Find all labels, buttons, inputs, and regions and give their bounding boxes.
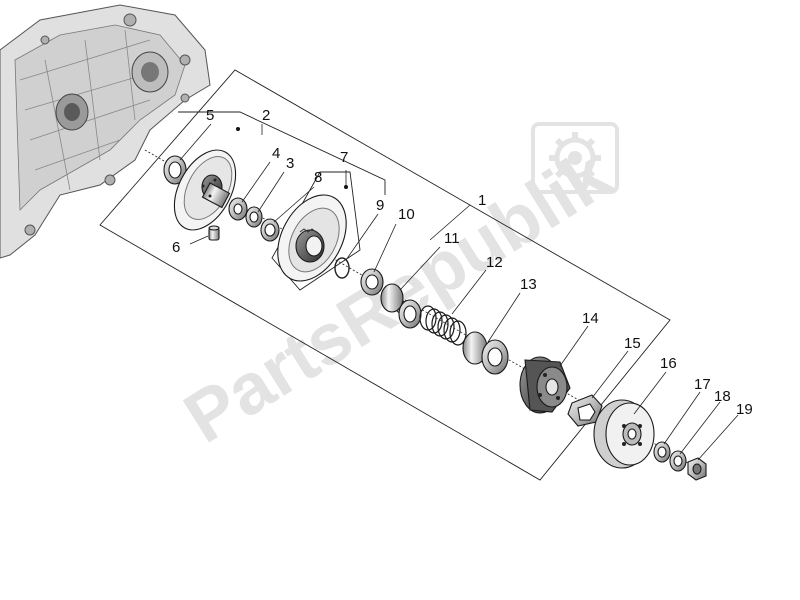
part-18-washer bbox=[669, 450, 687, 472]
callout-6: 6 bbox=[172, 239, 180, 256]
callout-16: 16 bbox=[660, 355, 677, 372]
callout-11: 11 bbox=[444, 230, 460, 247]
part-15-nut-plate bbox=[567, 394, 603, 427]
leader-14 bbox=[559, 325, 589, 367]
leader-15 bbox=[591, 350, 629, 399]
callout-9: 9 bbox=[376, 197, 384, 214]
part-11-sleeve bbox=[380, 283, 422, 329]
leader-19 bbox=[697, 414, 739, 461]
callout-labels: 1 2 3 4 5 6 7 8 9 10 11 12 13 14 15 16 1… bbox=[172, 107, 753, 418]
part-4-bushing bbox=[228, 197, 248, 221]
part-7-movable-half-pulley bbox=[277, 194, 347, 282]
callout-14: 14 bbox=[582, 310, 599, 327]
callout-4: 4 bbox=[272, 145, 280, 162]
part-6-pin bbox=[208, 225, 220, 241]
callout-8: 8 bbox=[314, 169, 322, 186]
callout-13: 13 bbox=[520, 276, 537, 293]
leader-3 bbox=[257, 171, 285, 213]
leader-8 bbox=[273, 186, 315, 223]
part-9-o-ring bbox=[334, 257, 350, 279]
group-frame-1 bbox=[99, 69, 671, 481]
leader-18 bbox=[679, 401, 721, 455]
callout-3: 3 bbox=[286, 155, 294, 172]
part-19-nut bbox=[687, 457, 707, 481]
callout-17: 17 bbox=[694, 376, 711, 393]
leader-lines bbox=[179, 123, 739, 461]
part-17-washer bbox=[653, 441, 671, 463]
part-10-seal bbox=[360, 268, 384, 296]
leader-16 bbox=[633, 371, 667, 415]
part-5-seal bbox=[163, 155, 187, 185]
callout-15: 15 bbox=[624, 335, 641, 352]
part-8-ring bbox=[260, 218, 280, 242]
leader-12 bbox=[451, 269, 487, 315]
callout-10: 10 bbox=[398, 206, 415, 223]
leader-10 bbox=[373, 223, 397, 273]
leader-9 bbox=[345, 213, 379, 261]
leader-17 bbox=[663, 391, 701, 445]
leader-6 bbox=[189, 235, 209, 245]
part-2-fixed-half-pulley bbox=[173, 149, 237, 231]
leader-1 bbox=[429, 204, 471, 241]
gear-icon bbox=[531, 122, 619, 194]
leader-4 bbox=[241, 161, 271, 203]
dot-marker-7 bbox=[344, 185, 348, 189]
part-12-spring bbox=[419, 305, 467, 346]
callout-1: 1 bbox=[478, 192, 486, 209]
callout-2: 2 bbox=[262, 107, 270, 124]
group-frame-7 bbox=[271, 171, 361, 291]
callout-5: 5 bbox=[206, 107, 214, 124]
part-16-clutch-bell bbox=[593, 399, 655, 469]
crankcase-housing bbox=[0, 4, 211, 259]
callout-12: 12 bbox=[486, 254, 503, 271]
callout-19: 19 bbox=[736, 401, 753, 418]
dot-marker-2 bbox=[236, 127, 240, 131]
callout-7: 7 bbox=[340, 149, 348, 166]
leader-13 bbox=[487, 292, 521, 343]
callout-18: 18 bbox=[714, 388, 731, 405]
part-14-clutch bbox=[519, 356, 571, 414]
leader-11 bbox=[399, 246, 441, 291]
part-13-cup bbox=[462, 331, 509, 375]
leader-5 bbox=[179, 123, 212, 161]
group-frame-2 bbox=[178, 111, 386, 195]
